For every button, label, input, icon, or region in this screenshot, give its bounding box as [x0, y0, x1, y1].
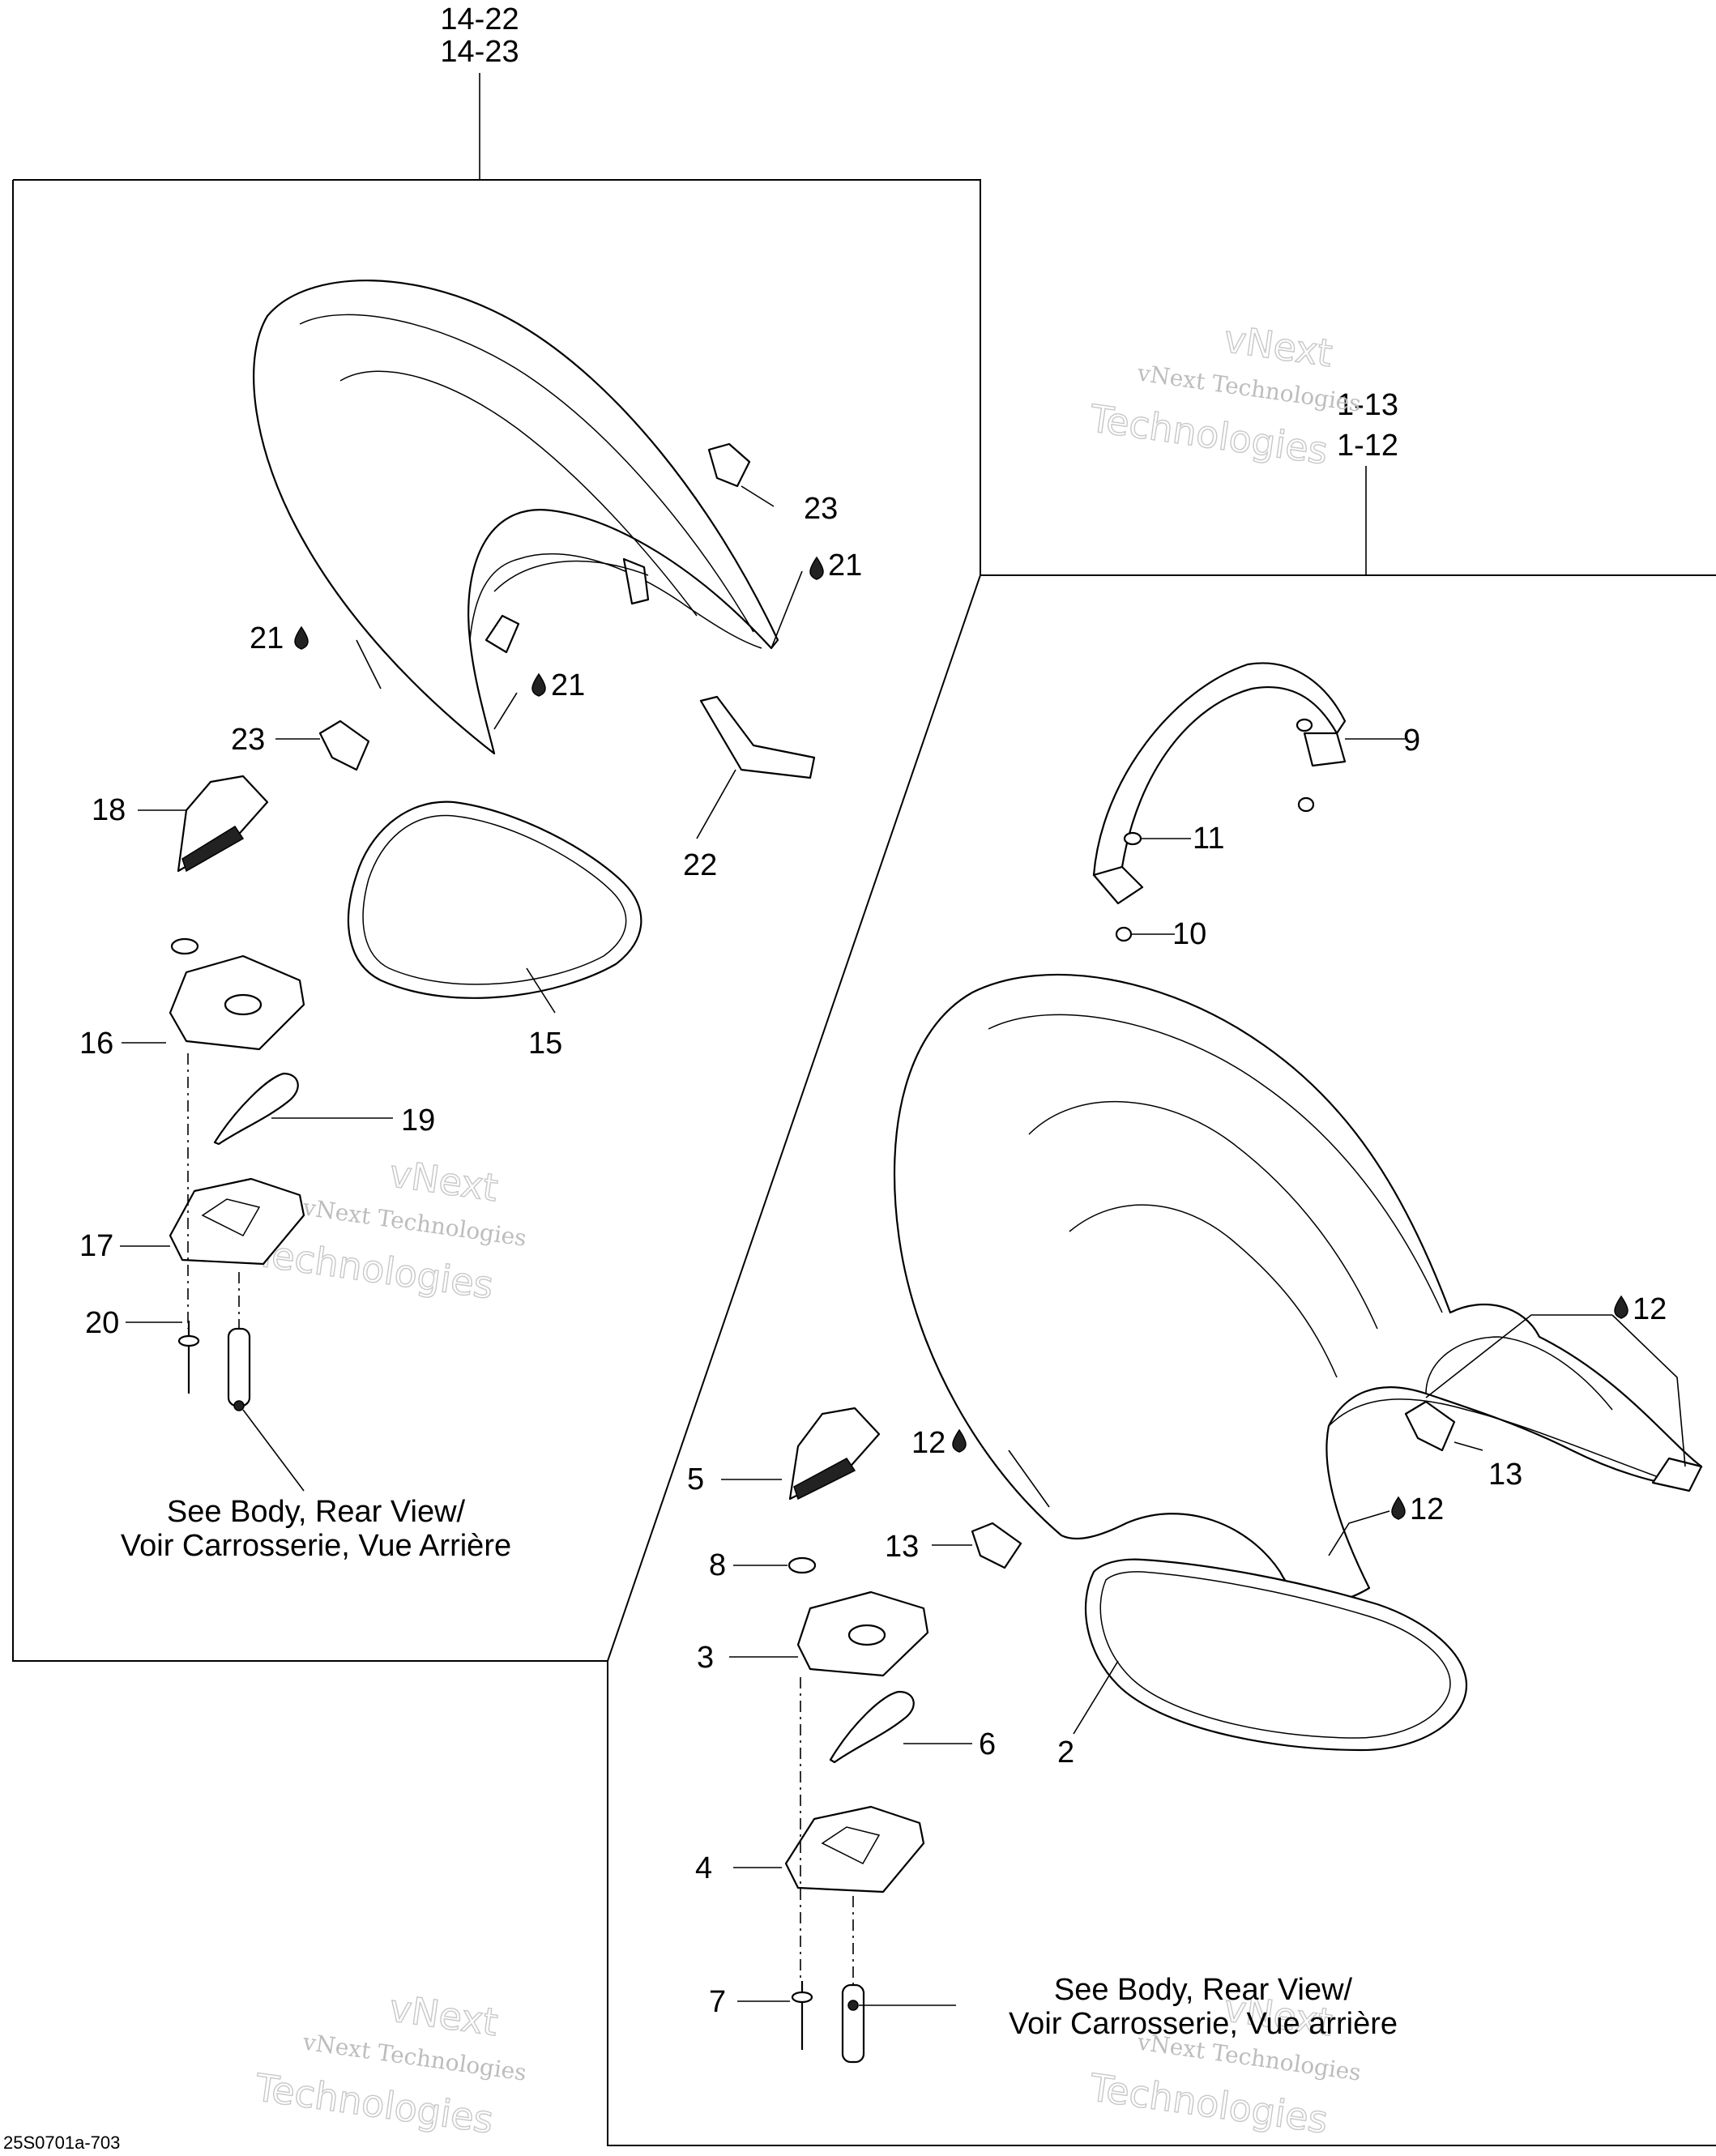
note-left-line1: See Body, Rear View/	[167, 1495, 466, 1529]
callout-12-left[interactable]: 12	[911, 1426, 946, 1460]
screw-9[interactable]	[1296, 718, 1313, 732]
watermark-2: vNext Technologies vNext Technologies	[1086, 316, 1363, 473]
callout-3[interactable]: 3	[697, 1641, 714, 1675]
callout-20[interactable]: 20	[85, 1306, 119, 1340]
clip-19[interactable]	[213, 1072, 299, 1146]
callout-12-right[interactable]: 12	[1633, 1292, 1667, 1326]
sealant-drop-icon-12-right	[1614, 1295, 1628, 1319]
latch-18[interactable]	[177, 775, 269, 873]
callout-9[interactable]: 9	[1403, 724, 1420, 758]
callout-4[interactable]: 4	[695, 1851, 712, 1885]
frame-left	[12, 179, 981, 1662]
strap-22[interactable]	[699, 695, 816, 779]
svg-text:vNext: vNext	[1221, 317, 1335, 375]
callout-23-upper[interactable]: 23	[804, 492, 838, 526]
lock-17[interactable]	[169, 1177, 305, 1266]
callout-8[interactable]: 8	[709, 1548, 726, 1582]
callout-22[interactable]: 22	[683, 848, 717, 882]
bracket-3[interactable]	[796, 1590, 929, 1677]
rear-seat[interactable]	[253, 280, 779, 755]
section-ref-1-12[interactable]: 1-12	[1337, 429, 1398, 463]
nut-9[interactable]	[1297, 796, 1315, 813]
svg-text:vNext: vNext	[386, 1986, 501, 2044]
clip-23-upper[interactable]	[707, 442, 751, 488]
sealant-drop-icon-12-left	[952, 1428, 967, 1453]
rivet-7[interactable]	[791, 1981, 813, 2050]
callout-21-center[interactable]: 21	[551, 668, 585, 702]
callout-21-upper[interactable]: 21	[828, 549, 862, 583]
grab-handle-9[interactable]	[1092, 662, 1347, 905]
sealant-drop-icon-21-center	[531, 672, 546, 697]
main-seat[interactable]	[893, 973, 1703, 1603]
callout-15[interactable]: 15	[528, 1027, 562, 1061]
section-ref-1-13[interactable]: 1-13	[1337, 388, 1398, 422]
note-right-line2: Voir Carrosserie, Vue arrière	[1009, 2007, 1398, 2041]
nut-10[interactable]	[1115, 926, 1133, 942]
callout-6[interactable]: 6	[979, 1727, 996, 1761]
clip-6[interactable]	[829, 1690, 915, 1764]
pin-right[interactable]	[841, 1983, 865, 2064]
drawing-code: 25S0701a-703	[3, 2133, 120, 2153]
callout-12-center[interactable]: 12	[1410, 1492, 1444, 1526]
callout-5[interactable]: 5	[687, 1462, 704, 1496]
note-left-line2: Voir Carrosserie, Vue Arrière	[121, 1529, 511, 1563]
sealant-drop-icon-21-upper	[809, 556, 824, 580]
callout-23-lower[interactable]: 23	[231, 723, 265, 757]
clip-23-lower[interactable]	[318, 719, 370, 771]
lock-4[interactable]	[784, 1805, 925, 1893]
watermark-5: vNext Technologies vNext Technologies	[251, 1985, 528, 2142]
callout-18[interactable]: 18	[92, 793, 126, 827]
clip-13-right[interactable]	[1404, 1400, 1456, 1452]
callout-19[interactable]: 19	[401, 1104, 435, 1138]
callout-10[interactable]: 10	[1172, 917, 1206, 951]
clip-13-left[interactable]	[971, 1522, 1022, 1569]
callout-11[interactable]: 11	[1193, 822, 1224, 856]
section-ref-14-22[interactable]: 14-22	[440, 2, 519, 36]
svg-text:vNext: vNext	[386, 1151, 501, 1210]
callout-21-left[interactable]: 21	[250, 621, 284, 655]
callout-13-right[interactable]: 13	[1488, 1458, 1522, 1492]
pin-left[interactable]	[227, 1327, 251, 1411]
callout-7[interactable]: 7	[709, 1985, 726, 2019]
latch-5[interactable]	[788, 1407, 881, 1501]
callout-17[interactable]: 17	[79, 1229, 113, 1263]
section-ref-14-23[interactable]: 14-23	[440, 35, 519, 69]
note-right-line1: See Body, Rear View/	[1054, 1973, 1353, 2007]
seal-2[interactable]	[1084, 1558, 1468, 1752]
washer-8[interactable]	[788, 1556, 817, 1574]
bracket-16[interactable]	[169, 937, 305, 1051]
seal-15[interactable]	[347, 800, 642, 999]
callout-16[interactable]: 16	[79, 1027, 113, 1061]
callout-13-left[interactable]: 13	[885, 1530, 919, 1564]
rivet-20[interactable]	[177, 1321, 200, 1394]
washer-11[interactable]	[1123, 831, 1142, 846]
sealant-drop-icon-21-left	[294, 625, 309, 650]
sealant-drop-icon-12-center	[1391, 1496, 1406, 1520]
frame-right	[607, 574, 1716, 2146]
callout-2[interactable]: 2	[1057, 1735, 1074, 1770]
